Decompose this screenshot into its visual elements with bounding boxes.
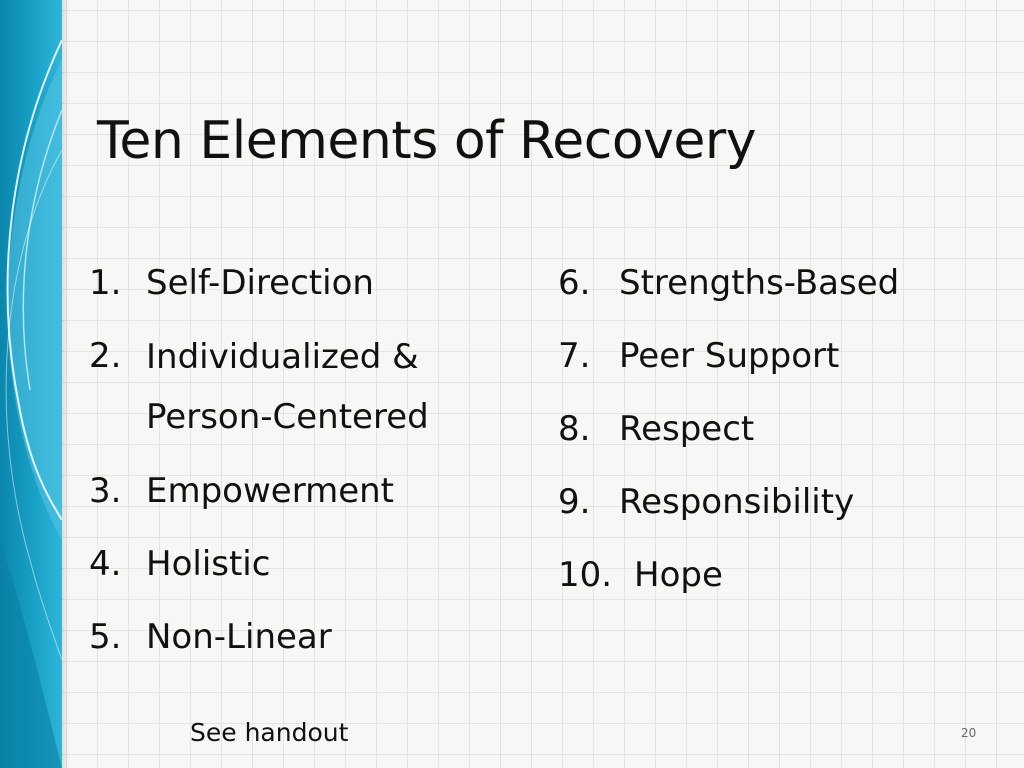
decorative-side-band bbox=[0, 0, 62, 768]
list-item-number: 2. bbox=[89, 336, 122, 376]
list-item: 9. Responsibility bbox=[558, 473, 998, 531]
list-item-text: Non-Linear bbox=[146, 617, 332, 657]
list-item-number: 7. bbox=[558, 336, 591, 376]
list-item-text: Self-Direction bbox=[146, 263, 374, 303]
list-item-number: 5. bbox=[89, 617, 122, 657]
list-item-text: Strengths-Based bbox=[619, 263, 900, 303]
slide-title: Ten Elements of Recovery bbox=[97, 111, 757, 171]
list-item-number: 6. bbox=[558, 263, 591, 303]
list-item: 10. Hope bbox=[558, 546, 998, 604]
slide-number: 20 bbox=[961, 726, 977, 740]
list-item: 5. Non-Linear bbox=[89, 608, 509, 666]
list-item-number: 10. bbox=[558, 555, 613, 595]
list-item: 8. Respect bbox=[558, 400, 998, 458]
list-item: 1. Self-Direction bbox=[89, 254, 509, 312]
list-item-text: Hope bbox=[634, 555, 723, 595]
list-item-number: 3. bbox=[89, 471, 122, 511]
list-item-text: Individualized & Person-Centered bbox=[146, 337, 429, 437]
list-item: 6. Strengths-Based bbox=[558, 254, 998, 312]
list-item: 3. Empowerment bbox=[89, 462, 509, 520]
side-band-wave-graphic bbox=[0, 0, 62, 768]
list-item-text: Peer Support bbox=[619, 336, 840, 376]
list-item-text: Holistic bbox=[146, 544, 271, 584]
list-item: 7. Peer Support bbox=[558, 327, 998, 385]
list-item-number: 8. bbox=[558, 409, 591, 449]
list-item-number: 4. bbox=[89, 544, 122, 584]
list-item-number: 9. bbox=[558, 482, 591, 522]
list-item-text: Empowerment bbox=[146, 471, 395, 511]
list-item-number: 1. bbox=[89, 263, 122, 303]
list-item: 4. Holistic bbox=[89, 535, 509, 593]
list-item-text: Responsibility bbox=[619, 482, 855, 522]
footnote-see-handout: See handout bbox=[190, 718, 349, 747]
recovery-elements-list-right: 6. Strengths-Based 7. Peer Support 8. Re… bbox=[558, 254, 998, 619]
list-item-text: Respect bbox=[619, 409, 755, 449]
recovery-elements-list-left: 1. Self-Direction 2. Individualized & Pe… bbox=[89, 254, 509, 681]
side-band-shadow bbox=[62, 0, 70, 768]
list-item: 2. Individualized & Person-Centered bbox=[89, 327, 509, 447]
